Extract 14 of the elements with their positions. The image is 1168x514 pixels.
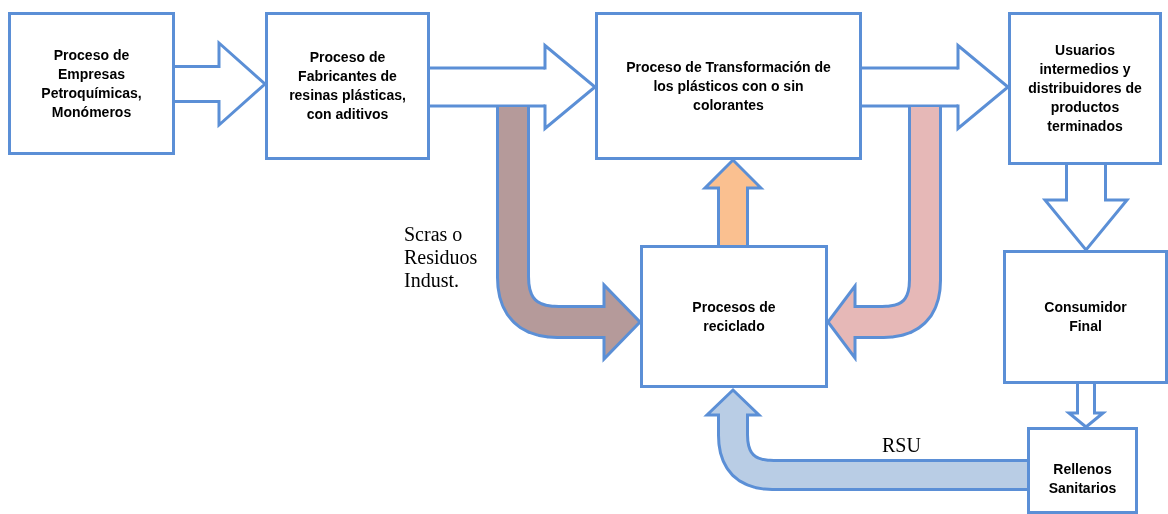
process-box xyxy=(1003,250,1168,384)
box-label: Procesos de reciclado xyxy=(691,297,777,336)
box-label: Usuarios intermedios y distribuidores de productos terminados xyxy=(1027,41,1143,136)
box-label: Rellenos Sanitarios xyxy=(1047,460,1118,498)
process-box xyxy=(1008,12,1162,165)
box-label: Consumidor Final xyxy=(1043,298,1128,336)
box-label: Proceso de Transformación de los plásticos con o sin colorantes xyxy=(626,57,831,115)
process-box xyxy=(640,245,828,388)
process-box xyxy=(1027,427,1138,514)
process-box xyxy=(595,12,862,160)
box-label: Proceso de Fabricantes de resinas plásticas, con aditivos xyxy=(288,48,407,124)
process-box xyxy=(265,12,430,160)
process-box xyxy=(8,12,175,155)
box-label: Proceso de Empresas Petroquímicas, Monómeros xyxy=(40,45,143,122)
